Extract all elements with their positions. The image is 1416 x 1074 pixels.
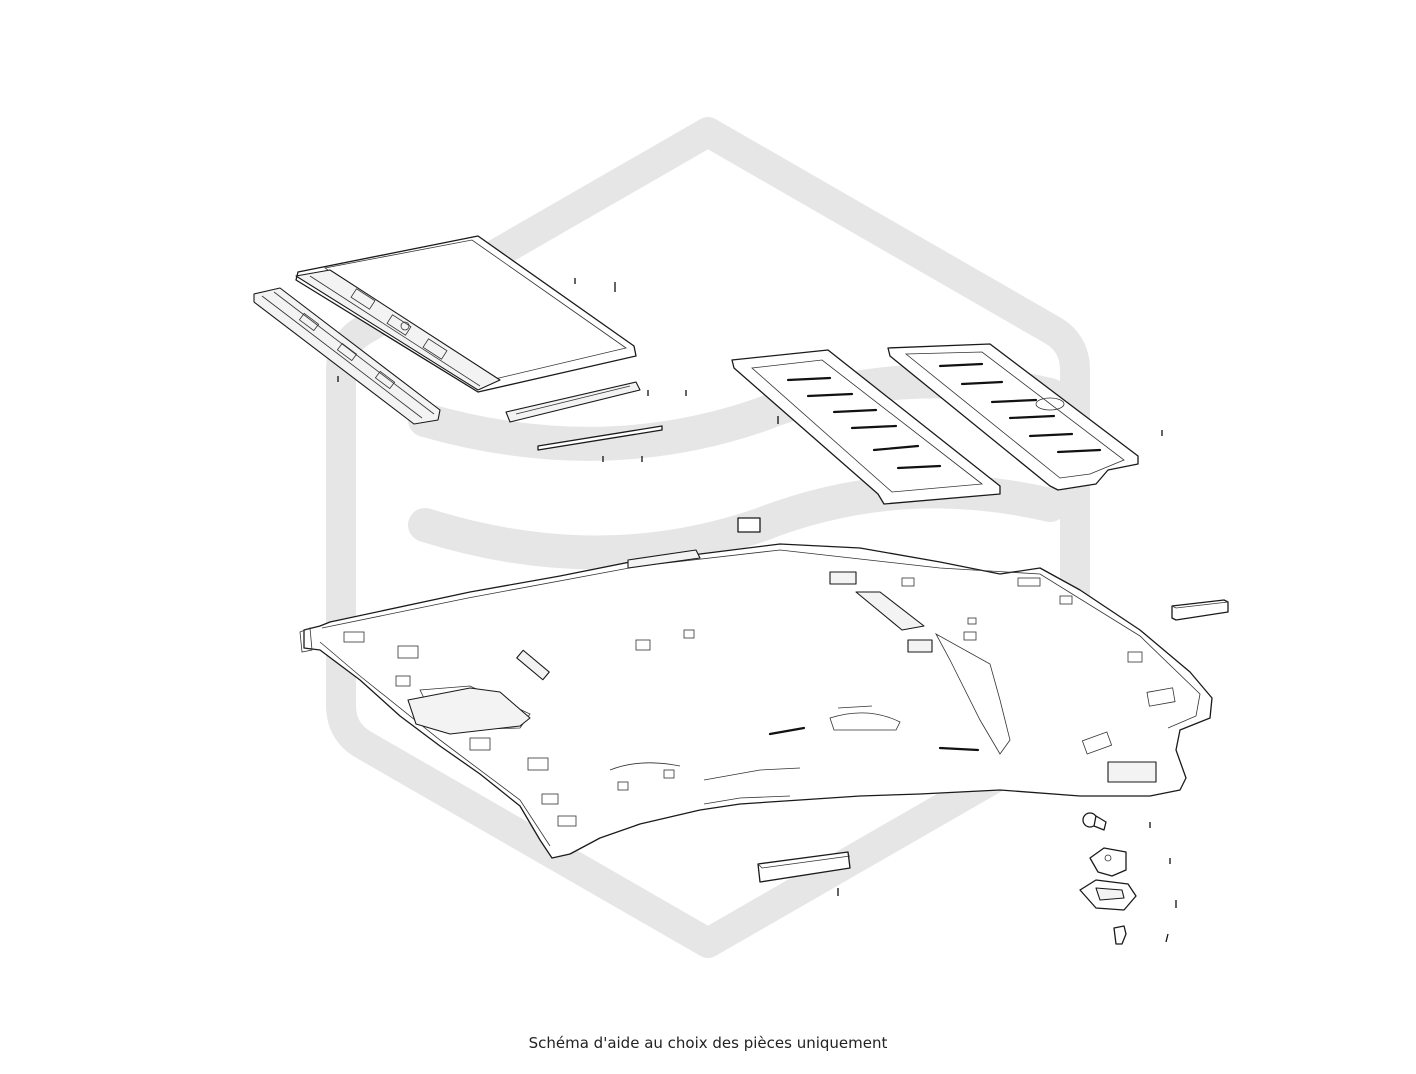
fastener-screw xyxy=(1082,812,1107,831)
foam-pad xyxy=(737,517,1229,883)
sunroof-wind-deflector xyxy=(505,381,641,423)
grab-handle-bezel xyxy=(1079,879,1137,911)
leader-ticks xyxy=(337,278,1177,943)
sunroof-seal-strip xyxy=(537,425,663,451)
rear-roof-panel-left xyxy=(731,349,1001,505)
sunroof-front-rail xyxy=(253,287,441,425)
mounting-bracket xyxy=(1089,847,1127,877)
headliner xyxy=(299,543,1213,859)
diagram-caption: Schéma d'aide au choix des pièces unique… xyxy=(528,1034,888,1052)
sunroof-glass-panel xyxy=(295,235,637,393)
trim-clip xyxy=(1113,925,1127,945)
rear-roof-panel-right xyxy=(887,343,1139,491)
